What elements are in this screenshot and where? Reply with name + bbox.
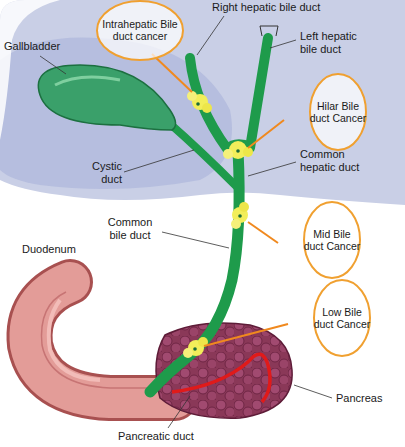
callout-text: Low Bile duct Cancer: [313, 306, 371, 330]
tumour-hilar: [223, 141, 253, 159]
oval-shape: [304, 202, 360, 278]
callout-oval: Low Bile duct Cancer: [313, 279, 371, 357]
duodenum-fold: [42, 292, 171, 388]
callout-text: Mid Bile duct Cancer: [303, 228, 361, 252]
oval-text-group: Hilar Bile duct Cancer: [309, 100, 367, 124]
oval-text-group: Intrahepatic Bile duct cancer: [96, 18, 184, 42]
oval-shape: [310, 74, 366, 150]
leader-line: [197, 16, 224, 55]
gallbladder-highlight: [55, 77, 120, 85]
tumour-mid: [231, 202, 249, 229]
oval-shape: [314, 280, 370, 356]
leader-line: [204, 324, 288, 346]
callout-oval: Mid Bile duct Cancer: [303, 201, 361, 279]
anatomy-label: Right hepatic bile duct: [212, 1, 372, 14]
common-bile-duct: [150, 150, 239, 392]
callout-oval: Intrahepatic Bile duct cancer: [96, 0, 184, 61]
duodenum-highlight: [49, 300, 100, 380]
leader-line: [270, 40, 296, 48]
tumour-blob: [187, 91, 197, 101]
tumour-intrahepatic: [187, 91, 212, 113]
tumour-blob: [202, 103, 212, 113]
oval-content: Intrahepatic Bile duct cancer: [96, 0, 184, 61]
right-hepatic-duct: [190, 58, 228, 150]
leader-line: [124, 150, 194, 172]
oval-text-group: Low Bile duct Cancer: [313, 306, 371, 330]
tumour-dot: [196, 102, 200, 106]
leader-line: [248, 120, 284, 148]
tumour-blob: [243, 147, 253, 157]
anatomy-label: Pancreatic duct: [118, 430, 238, 443]
tumour-blob: [183, 348, 193, 358]
oval-text-group: Mid Bile duct Cancer: [303, 228, 361, 252]
tumour-blob: [231, 219, 241, 229]
callout-oval: Hilar Bile duct Cancer: [309, 73, 367, 151]
left-hepatic-duct: [250, 38, 268, 148]
leader-line: [152, 54, 192, 92]
oval-shape: [97, 1, 183, 60]
tumour-dot: [236, 149, 240, 153]
anatomy-label: Pancreas: [336, 392, 402, 405]
callout-text: Hilar Bile duct Cancer: [309, 100, 367, 124]
tumour-dot: [193, 347, 197, 351]
tumour-dot: [238, 214, 242, 218]
gallbladder: [38, 65, 175, 130]
oval-content: Hilar Bile duct Cancer: [309, 73, 367, 151]
leader-line: [248, 222, 278, 243]
tumour-blob: [223, 149, 233, 159]
leader-line: [248, 162, 296, 176]
anatomy-label: Duodenum: [22, 243, 102, 256]
tumour-low: [183, 337, 208, 358]
anatomy-label: Gallbladder: [4, 40, 74, 53]
leader-line: [40, 56, 66, 74]
anatomy-label: Common hepatic duct: [300, 148, 378, 174]
callout-text: Intrahepatic Bile duct cancer: [96, 18, 184, 42]
duct-marker: [260, 26, 278, 36]
leader-line: [294, 385, 332, 398]
liver: [0, 0, 405, 205]
anatomy-label: Cystic duct: [70, 160, 122, 186]
anatomy-label: Left hepatic bile duct: [300, 30, 372, 56]
leader-line: [162, 232, 229, 248]
oval-content: Low Bile duct Cancer: [313, 279, 371, 357]
liver-shade: [0, 38, 232, 190]
anatomy-label: Common bile duct: [100, 216, 160, 242]
leader-line: [168, 396, 190, 428]
oval-content: Mid Bile duct Cancer: [303, 201, 361, 279]
tumour-blob: [239, 202, 249, 212]
